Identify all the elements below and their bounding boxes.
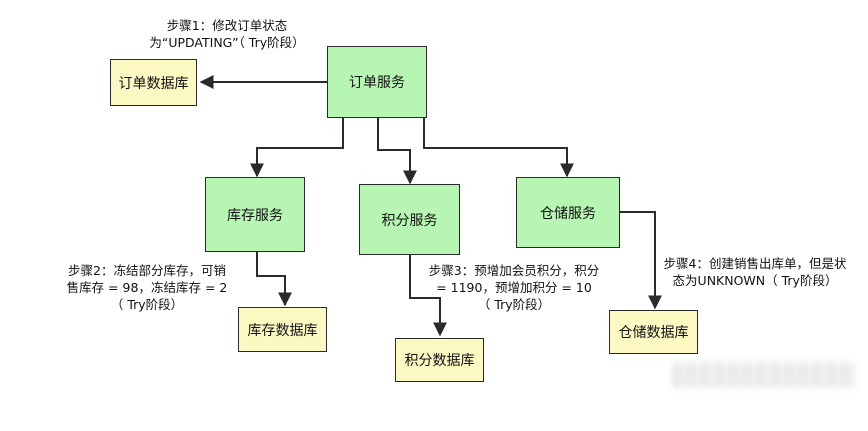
step3-line-3: （ Try阶段） — [477, 297, 551, 312]
step3-note: 步骤3：预增加会员积分，积分 = 1190，预增加积分 = 10 （ Try阶段… — [414, 262, 614, 313]
warehouse-db-node: 仓储数据库 — [609, 310, 698, 354]
arrow-order-to-points — [377, 118, 417, 185]
inventory-db-node: 库存数据库 — [238, 307, 327, 352]
arrow-points-to-points-db — [409, 254, 447, 337]
step4-line-2: 态为UNKNOWN（ Try阶段） — [672, 273, 838, 288]
inventory-service-node: 库存服务 — [205, 177, 305, 252]
step4-line-1: 步骤4：创建销售出库单，但是状 — [663, 256, 847, 271]
arrow-inventory-to-inventory-db — [256, 252, 292, 307]
step1-line-1: 步骤1：修改订单状态 — [166, 18, 288, 33]
step2-line-1: 步骤2：冻结部分库存，可销 — [68, 263, 226, 278]
step3-line-1: 步骤3：预增加会员积分，积分 — [428, 263, 600, 278]
step1-note: 步骤1：修改订单状态 为“UPDATING”（ Try阶段） — [112, 17, 342, 51]
arrow-warehouse-to-warehouse-db — [620, 211, 662, 310]
arrow-order-to-warehouse — [423, 118, 574, 178]
step4-note: 步骤4：创建销售出库单，但是状 态为UNKNOWN（ Try阶段） — [652, 255, 858, 289]
step2-line-2: 售库存 = 98，冻结库存 = 2 — [66, 280, 228, 295]
arrow-order-to-inventory — [250, 118, 344, 178]
step3-line-2: = 1190，预增加积分 = 10 — [436, 280, 592, 295]
step1-line-2: 为“UPDATING”（ Try阶段） — [149, 35, 305, 50]
points-service-node: 积分服务 — [359, 184, 460, 255]
blurred-watermark — [672, 362, 856, 388]
step2-note: 步骤2：冻结部分库存，可销 售库存 = 98，冻结库存 = 2 （ Try阶段） — [52, 262, 242, 313]
step2-line-3: （ Try阶段） — [110, 297, 184, 312]
warehouse-service-node: 仓储服务 — [516, 177, 620, 248]
order-db-node: 订单数据库 — [110, 59, 197, 106]
points-db-node: 积分数据库 — [395, 338, 484, 382]
order-service-node: 订单服务 — [327, 46, 427, 118]
